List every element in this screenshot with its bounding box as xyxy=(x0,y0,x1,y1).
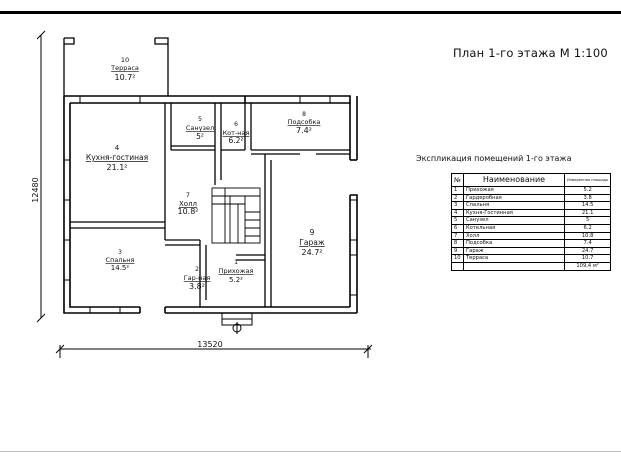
table-header: № Наименование Измеренная площадь xyxy=(451,173,612,187)
room-area: 7.4² xyxy=(296,126,312,135)
bottom-border xyxy=(0,451,621,452)
room-number: 10 xyxy=(121,56,129,64)
room-label-bedroom: 3 Спальня 14.5² xyxy=(106,249,135,272)
dim-tick xyxy=(36,30,46,40)
room-name: Гар-ная xyxy=(184,274,211,282)
room-area: 5.2² xyxy=(229,276,243,284)
top-border xyxy=(0,11,621,14)
header-number: № xyxy=(451,173,464,187)
room-number: 4 xyxy=(115,144,120,152)
height-dimension: 12480 xyxy=(31,177,40,202)
room-name: Кухня-гостиная xyxy=(86,153,148,162)
entry-porch xyxy=(221,312,253,334)
room-area: 5² xyxy=(196,132,204,141)
room-label-wardrobe: 2 Гар-ная 3.8² xyxy=(184,266,211,291)
table-total: 109,4 м² xyxy=(563,261,612,271)
room-number: 5 xyxy=(198,116,202,123)
plan-title: План 1-го этажа М 1:100 xyxy=(453,46,608,60)
table-total-row: 109,4 м² xyxy=(451,261,612,271)
room-number: 8 xyxy=(302,111,306,118)
room-label-entry: 1 Прихожая 5.2² xyxy=(219,259,254,284)
room-area: 3.8² xyxy=(189,282,205,291)
room-label-kitchen-living: 4 Кухня-гостиная 21.1² xyxy=(86,144,148,172)
room-name: Прихожая xyxy=(219,267,254,275)
room-area: 6.2² xyxy=(229,136,244,145)
room-number: 9 xyxy=(310,228,315,237)
interior-walls xyxy=(70,103,350,307)
header-area: Измеренная площадь xyxy=(563,173,612,187)
room-label-garage: 9 Гараж 24.7² xyxy=(299,228,325,257)
room-name: Гараж xyxy=(299,238,325,247)
room-name: Кот-ная xyxy=(223,129,250,137)
room-label-terrace: 10 Терраса 10.7² xyxy=(110,56,139,82)
explication-title: Экспликация помещений 1-го этажа xyxy=(416,154,572,163)
staircase xyxy=(211,187,261,244)
room-area: 14.5² xyxy=(111,264,130,272)
room-number: 6 xyxy=(234,121,238,128)
room-name: Холл xyxy=(179,200,197,208)
terrace-walls xyxy=(63,37,169,96)
dim-tick xyxy=(36,313,46,323)
dim-tick xyxy=(55,344,65,354)
header-name: Наименование xyxy=(463,173,565,187)
room-name: Терраса xyxy=(110,64,139,72)
room-label-boiler: 6 Кот-ная 6.2² xyxy=(223,121,250,145)
room-label-hall: 7 Холл 10.8² xyxy=(177,191,198,216)
room-label-utility: 8 Подсобка 7.4² xyxy=(288,111,321,135)
windows xyxy=(63,95,358,314)
room-number: 1 xyxy=(234,259,238,266)
room-name: Подсобка xyxy=(288,118,321,126)
width-dimension: 13520 xyxy=(197,340,222,349)
room-number: 3 xyxy=(118,249,122,256)
room-area: 10.7² xyxy=(114,73,135,82)
room-number: 7 xyxy=(186,191,190,199)
room-area: 21.1² xyxy=(106,163,127,172)
room-number: 2 xyxy=(195,266,199,273)
room-area: 24.7² xyxy=(301,248,322,257)
room-name: Спальня xyxy=(106,256,135,264)
room-area: 10.8² xyxy=(177,207,198,216)
room-label-bathroom: 5 Санузел 5² xyxy=(186,116,214,141)
room-name: Санузел xyxy=(186,124,214,132)
